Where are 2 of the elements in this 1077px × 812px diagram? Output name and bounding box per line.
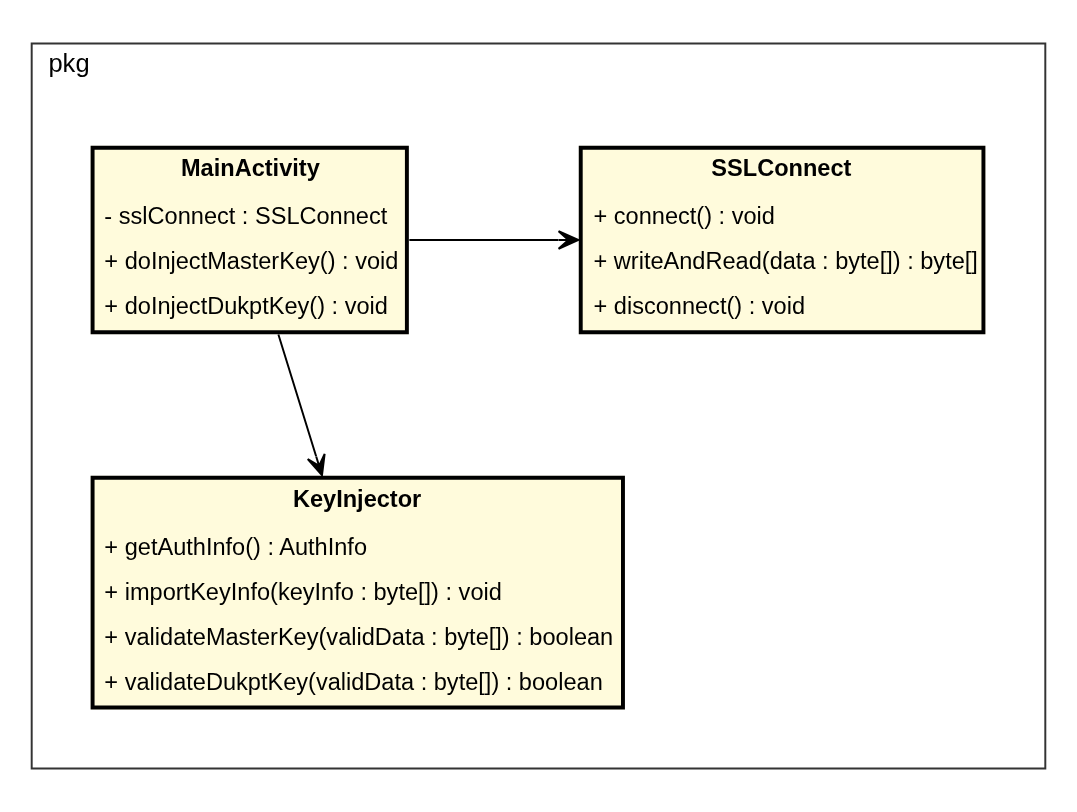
arrow [277,333,326,477]
arrow [408,230,580,250]
